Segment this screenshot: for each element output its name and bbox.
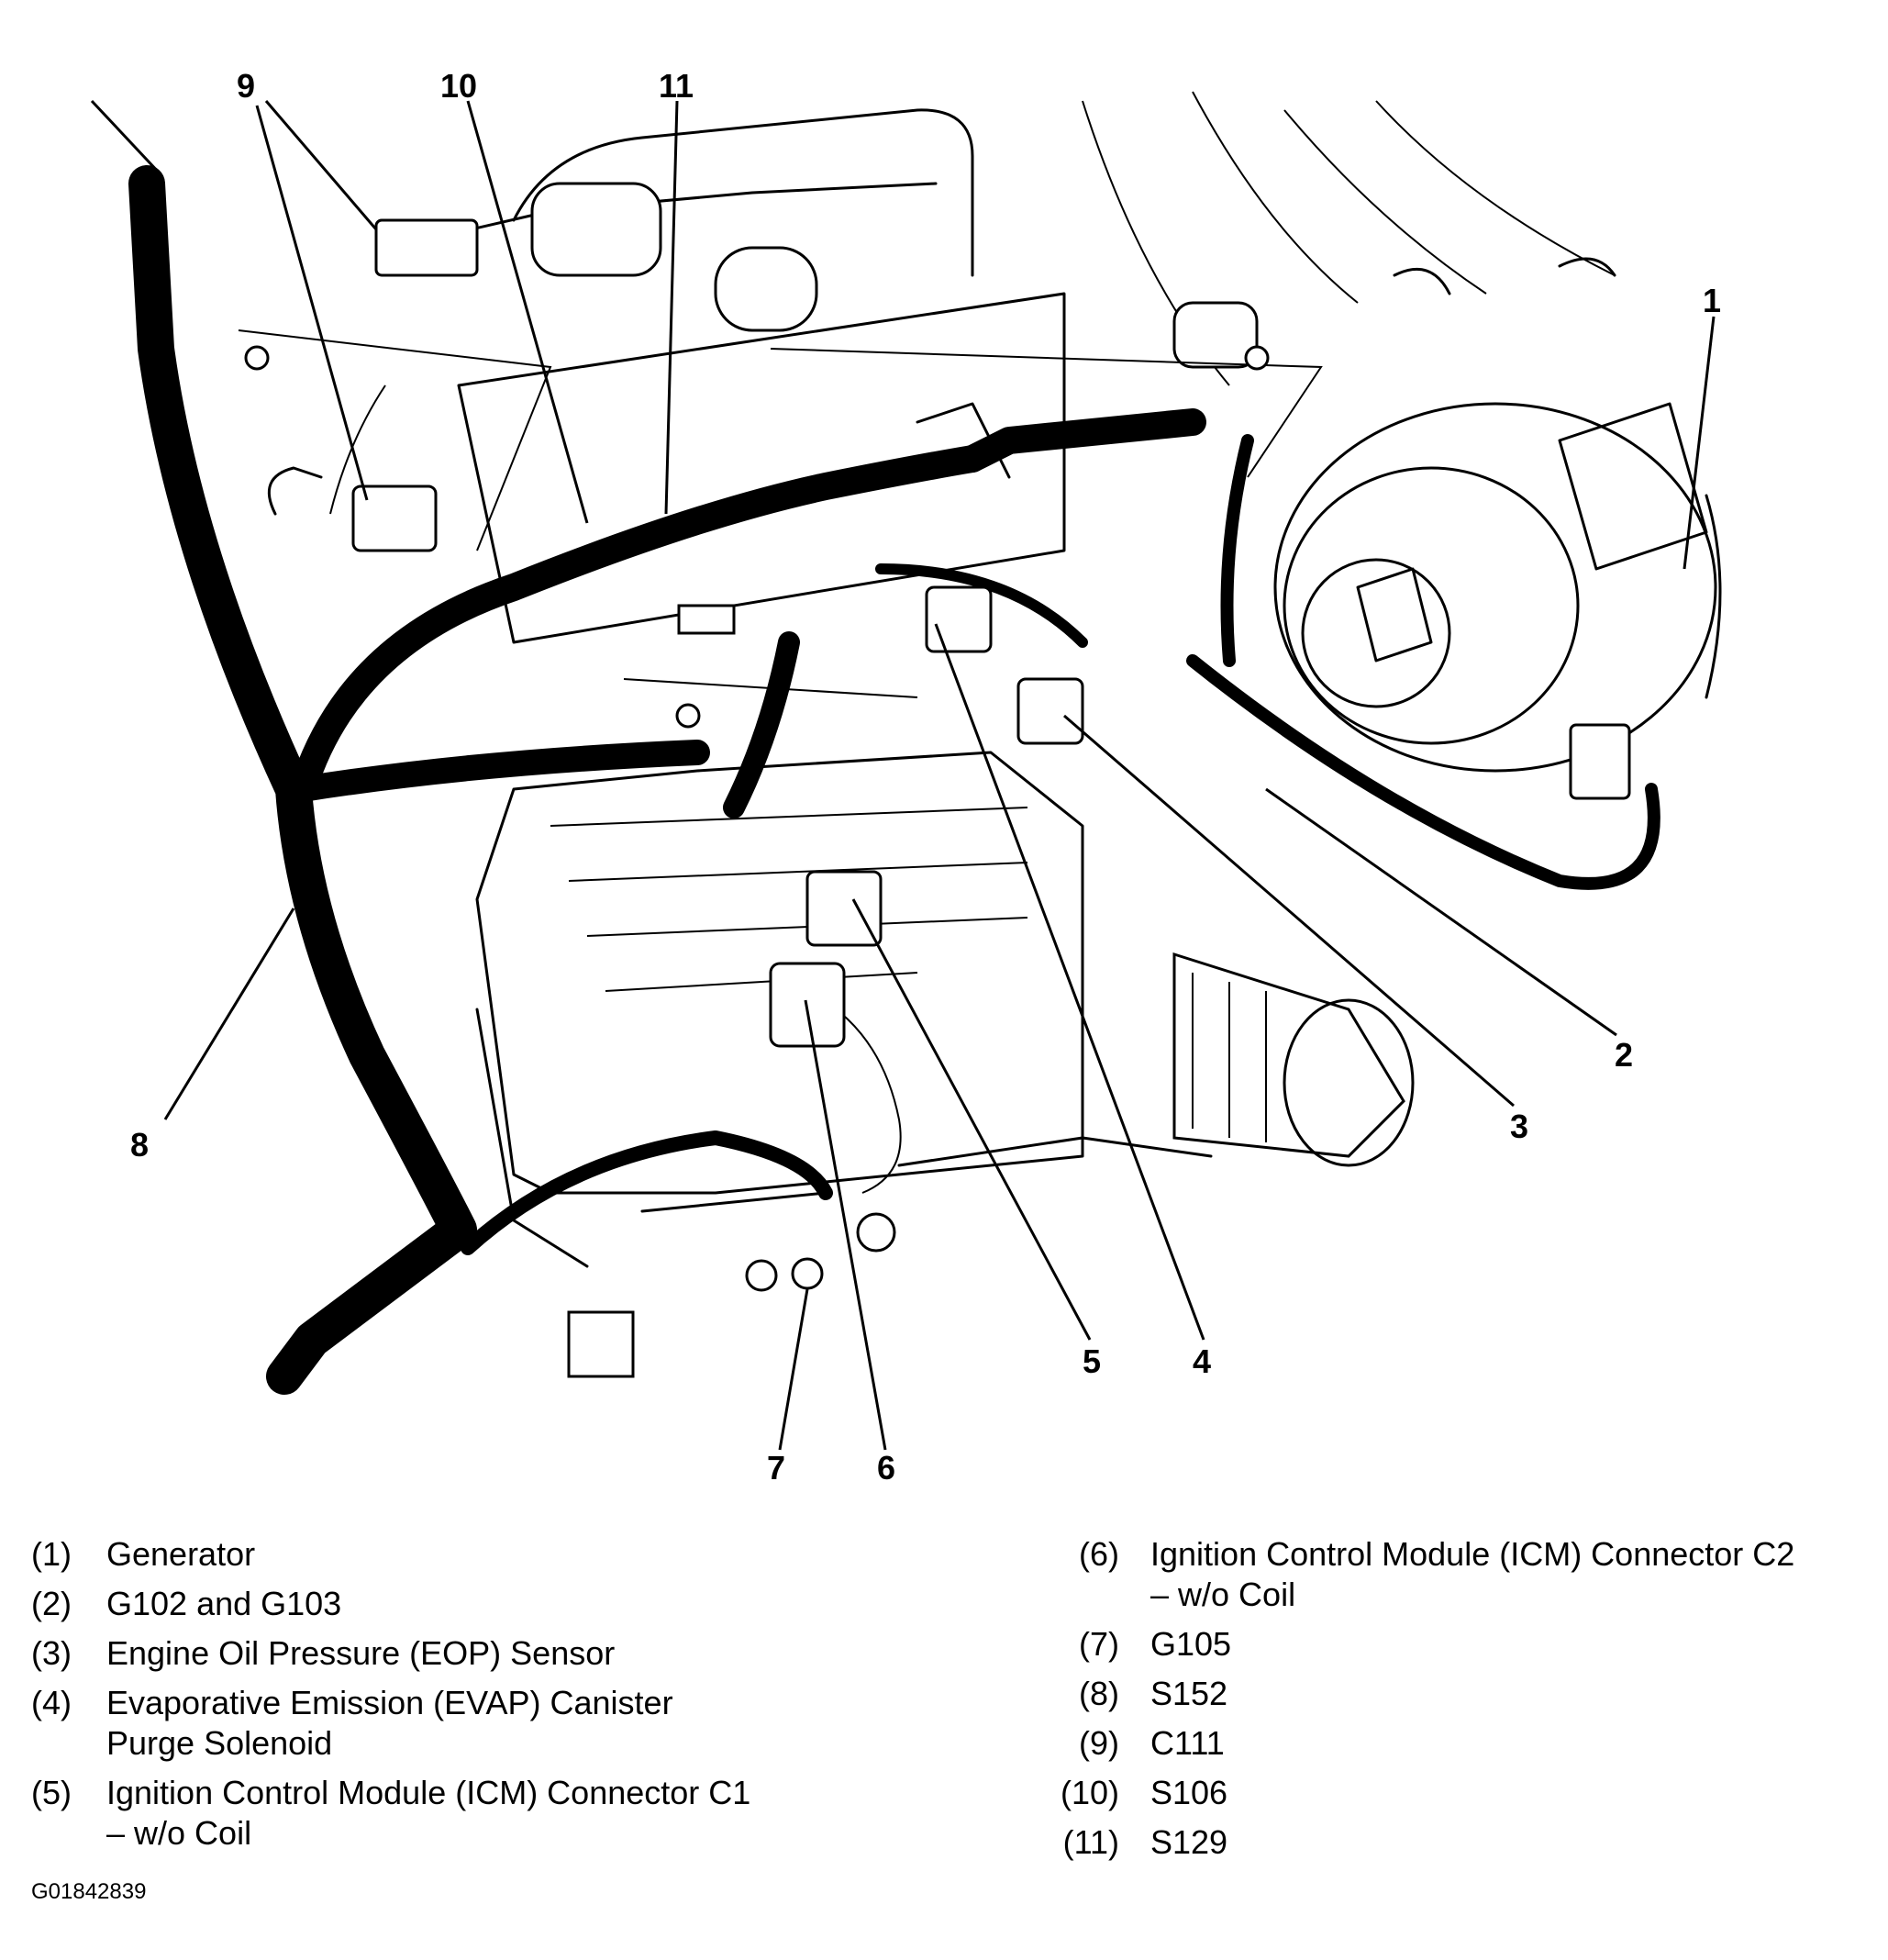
- callout-8: 8: [130, 1126, 149, 1164]
- legend-number: (7): [1079, 1625, 1119, 1663]
- callout-5: 5: [1083, 1342, 1101, 1380]
- callout-6: 6: [877, 1449, 895, 1487]
- legend-label: C111: [1150, 1724, 1225, 1762]
- legend-item: (3) Engine Oil Pressure (EOP) Sensor: [31, 1633, 949, 1674]
- callout-3: 3: [1510, 1108, 1528, 1145]
- legend-label: S152: [1150, 1675, 1228, 1712]
- legend-label: S106: [1150, 1774, 1228, 1811]
- legend-right-column: (6) Ignition Control Module (ICM) Connec…: [1018, 1534, 1881, 1872]
- legend-number: (4): [31, 1684, 72, 1721]
- callout-10: 10: [440, 67, 477, 105]
- wiring-harness: [128, 165, 1660, 1395]
- legend-label: Evaporative Emission (EVAP) Canister Pur…: [106, 1684, 673, 1762]
- legend-number: (9): [1079, 1724, 1119, 1762]
- legend-item: (8) S152: [1018, 1674, 1881, 1714]
- legend-item: (11) S129: [1018, 1822, 1881, 1863]
- callout-4: 4: [1193, 1342, 1211, 1380]
- callout-11: 11: [659, 67, 694, 105]
- legend-item: (10) S106: [1018, 1773, 1881, 1813]
- legend-label: S129: [1150, 1823, 1228, 1861]
- legend-label: Ignition Control Module (ICM) Connector …: [1150, 1535, 1795, 1613]
- legend-item: (7) G105: [1018, 1624, 1881, 1665]
- legend-number: (11): [1062, 1823, 1119, 1861]
- legend-number: (10): [1060, 1774, 1119, 1811]
- legend-number: (1): [31, 1535, 72, 1573]
- callout-2: 2: [1615, 1036, 1633, 1074]
- legend-left-column: (1) Generator (2) G102 and G103 (3) Engi…: [31, 1534, 949, 1863]
- legend-number: (2): [31, 1585, 72, 1622]
- generator-drawing: [1273, 402, 1722, 800]
- components: [238, 182, 1323, 1378]
- oil-filter-drawing: [1172, 952, 1415, 1167]
- callout-1: 1: [1703, 282, 1721, 319]
- legend-number: (6): [1079, 1535, 1119, 1573]
- legend-item: (6) Ignition Control Module (ICM) Connec…: [1018, 1534, 1881, 1615]
- legend-label: G105: [1150, 1625, 1232, 1663]
- figure-id: G01842839: [31, 1879, 147, 1904]
- legend-item: (1) Generator: [31, 1534, 949, 1575]
- legend-number: (8): [1079, 1675, 1119, 1712]
- legend-label: G102 and G103: [106, 1585, 342, 1622]
- callout-9: 9: [237, 67, 255, 105]
- legend-number: (3): [31, 1634, 72, 1672]
- legend-number: (5): [31, 1774, 72, 1811]
- legend-item: (4) Evaporative Emission (EVAP) Canister…: [31, 1683, 949, 1764]
- legend-label: Ignition Control Module (ICM) Connector …: [106, 1774, 751, 1852]
- callout-labels: 1 2 3 4 5 6 7 8 9 10 11: [130, 67, 1721, 1487]
- engine-wiring-diagram: 1 2 3 4 5 6 7 8 9 10 11: [90, 67, 1722, 1487]
- callout-7: 7: [767, 1449, 785, 1487]
- legend-label: Engine Oil Pressure (EOP) Sensor: [106, 1634, 616, 1672]
- legend-item: (5) Ignition Control Module (ICM) Connec…: [31, 1773, 949, 1854]
- legend-label: Generator: [106, 1535, 256, 1573]
- leader-lines: [90, 99, 1716, 1451]
- legend-item: (9) C111: [1018, 1723, 1881, 1764]
- legend-item: (2) G102 and G103: [31, 1584, 949, 1624]
